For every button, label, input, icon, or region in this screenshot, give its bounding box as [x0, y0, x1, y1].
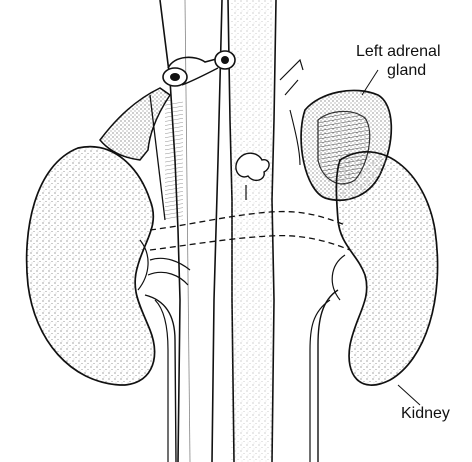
left-adrenal-gland-label-line2: gland [387, 62, 426, 80]
cut-vessels [163, 51, 235, 86]
right-kidney [27, 147, 176, 462]
left-adrenal-gland-label-line1: Left adrenal [356, 43, 441, 61]
upper-small-vessels [280, 60, 303, 165]
kidney-label: Kidney [401, 405, 450, 423]
aorta [228, 0, 276, 462]
